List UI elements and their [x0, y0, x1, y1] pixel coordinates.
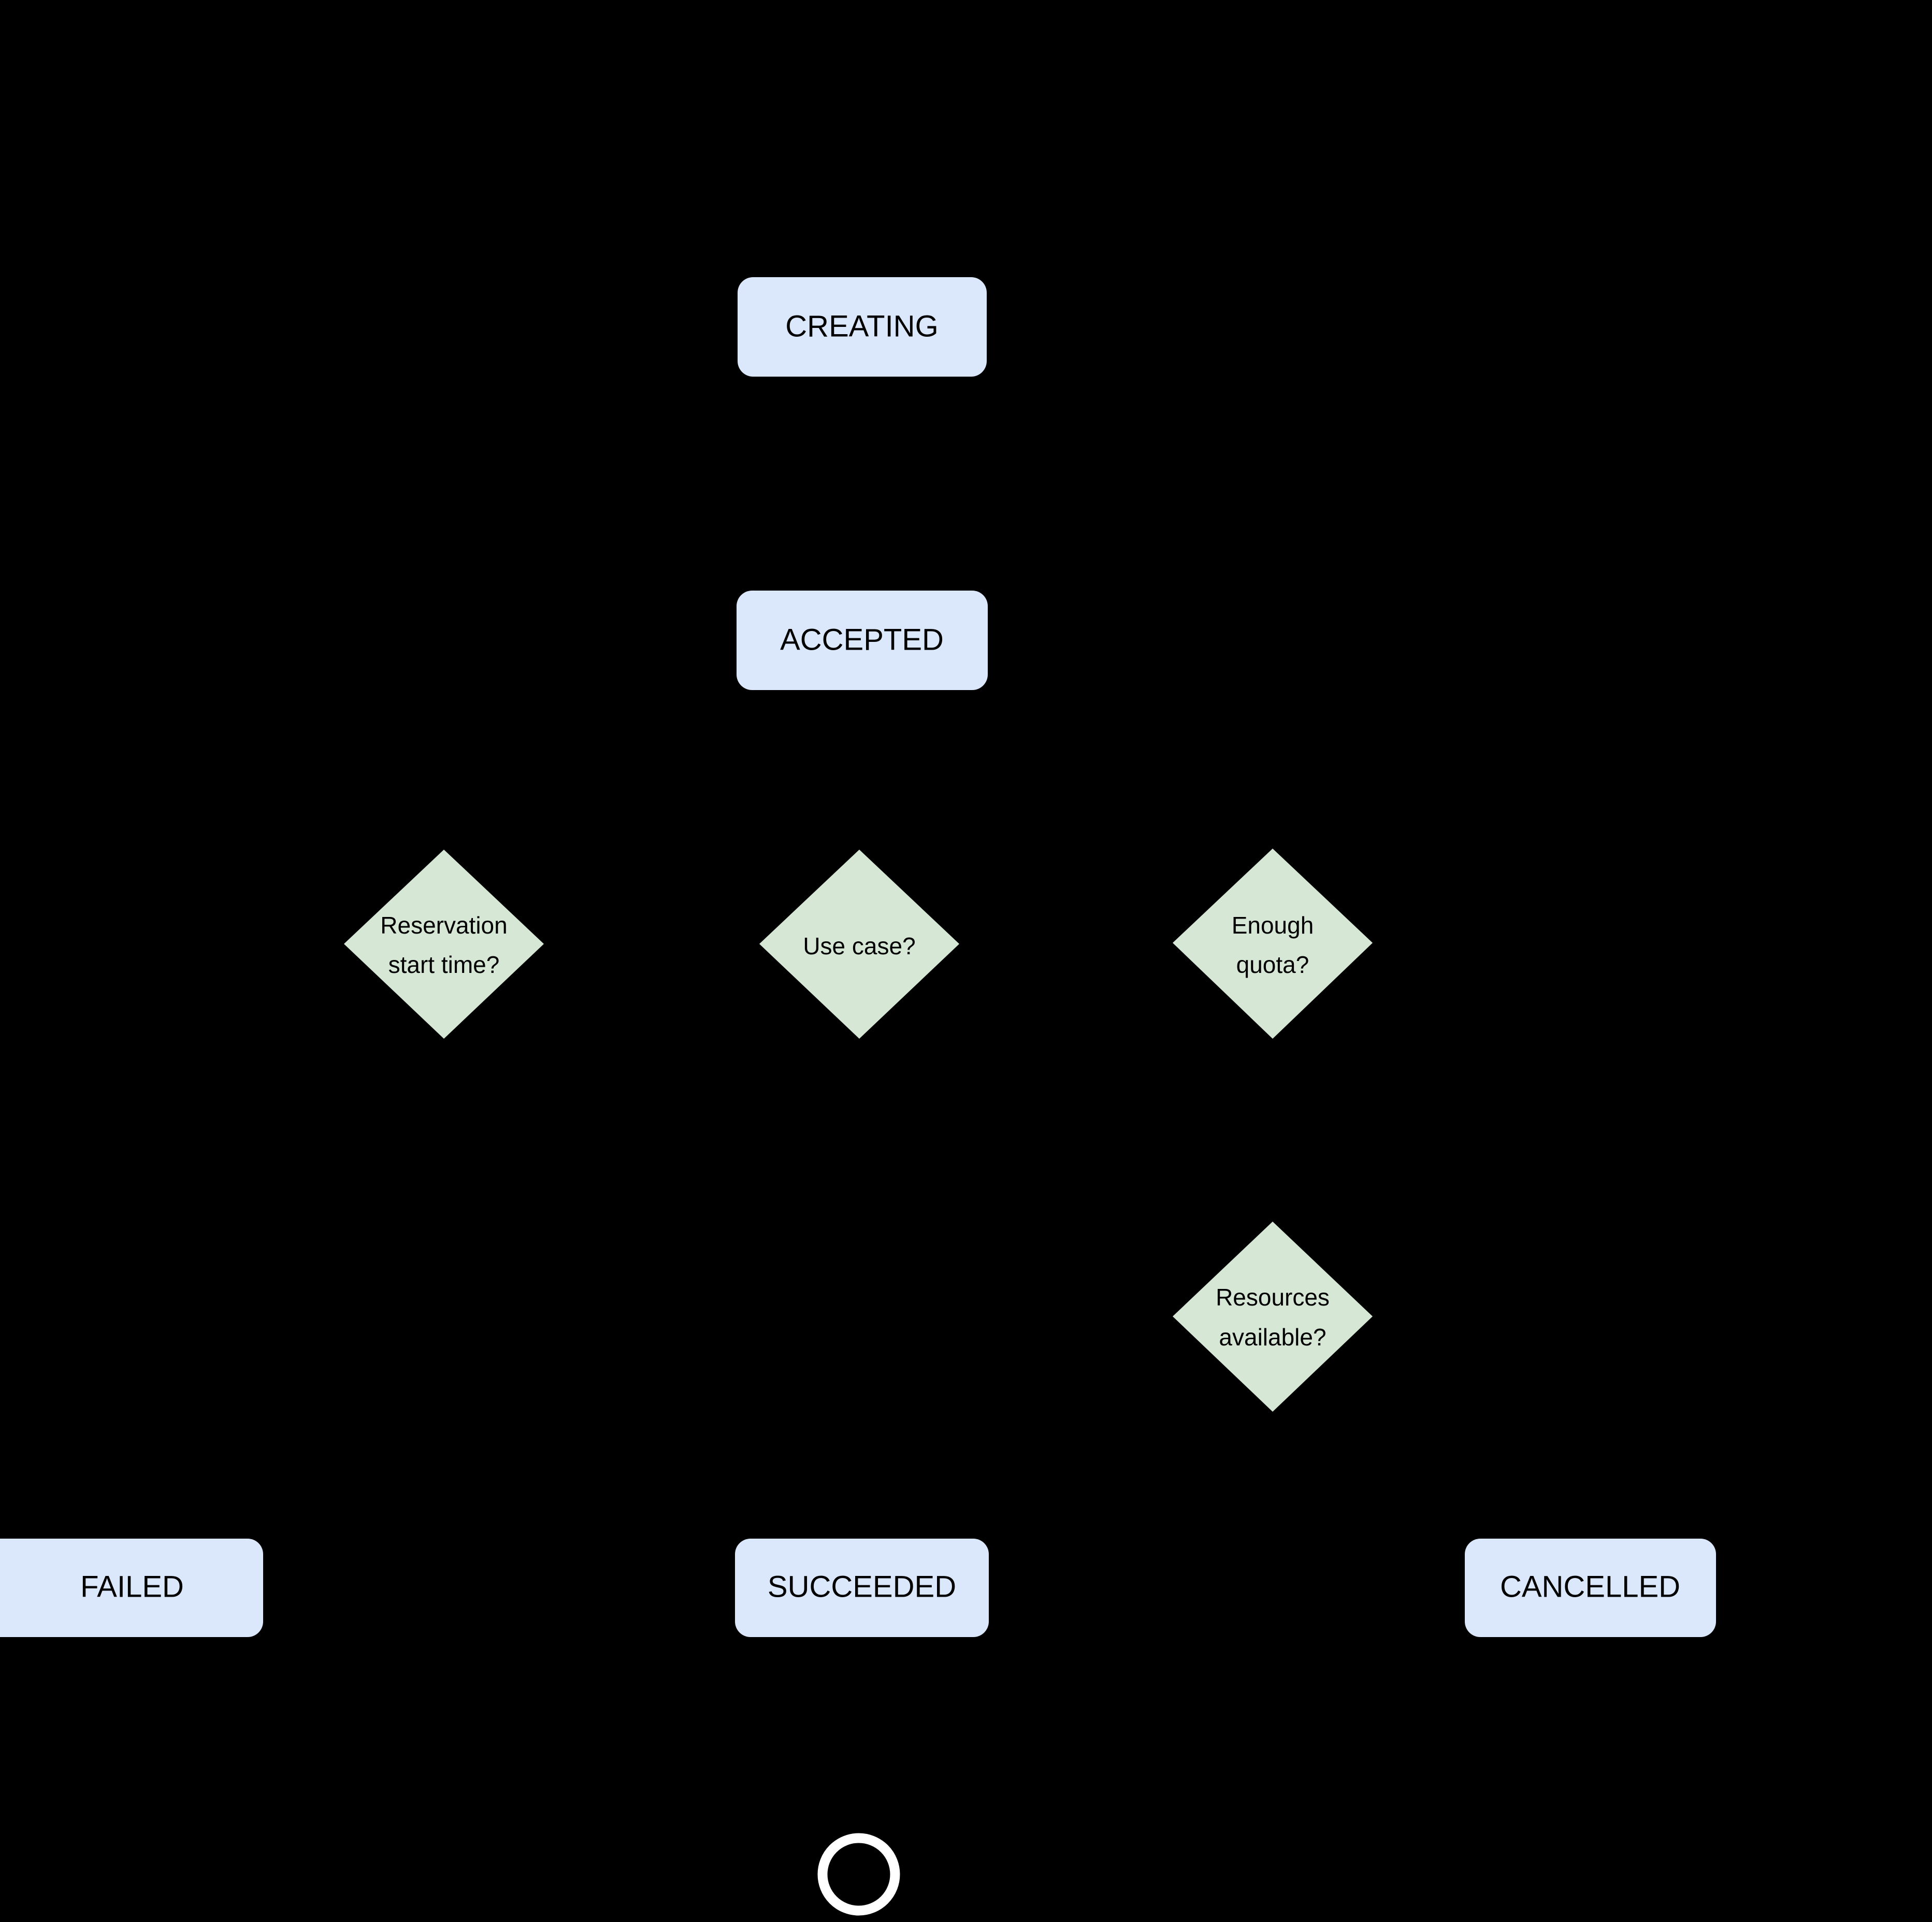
- end-terminal-circle-icon[interactable]: [817, 1833, 900, 1916]
- use-case-diamond[interactable]: [759, 850, 959, 1039]
- reservation-start-time-label-line1: Reservation: [380, 912, 507, 939]
- edge-accepted-use-case-arrowhead: [853, 830, 869, 850]
- edge-quota-resources-arrowhead: [1264, 1203, 1281, 1223]
- node-succeeded[interactable]: SUCCEEDED: [735, 1539, 989, 1637]
- node-use-case[interactable]: Use case?: [759, 850, 959, 1039]
- reservation-start-time-label-line2: start time?: [388, 951, 500, 978]
- resources-available-label-line2: available?: [1219, 1324, 1326, 1351]
- resources-available-label-line1: Resources: [1216, 1284, 1330, 1311]
- node-enough-quota[interactable]: Enough quota?: [1173, 849, 1373, 1039]
- node-resources-available[interactable]: Resources available?: [1173, 1222, 1373, 1412]
- cancelled-label: CANCELLED: [1500, 1570, 1680, 1603]
- node-cancelled[interactable]: CANCELLED: [1465, 1539, 1716, 1637]
- accepted-box[interactable]: [737, 591, 988, 690]
- enough-quota-label-line1: Enough: [1232, 912, 1314, 939]
- resources-available-diamond[interactable]: [1173, 1222, 1373, 1412]
- creating-box[interactable]: [738, 277, 987, 377]
- edge-accepted-quota-arrowhead: [1264, 830, 1281, 850]
- node-end-terminal[interactable]: [817, 1833, 900, 1916]
- accepted-label: ACCEPTED: [780, 623, 944, 656]
- edge-accepted-reservation-start-time: [442, 687, 810, 841]
- edge-accepted-enough-quota: [912, 687, 1275, 841]
- succeeded-box[interactable]: [735, 1539, 989, 1637]
- enough-quota-label-line2: quota?: [1236, 951, 1309, 978]
- edge-succeeded-end-arrowhead: [853, 1813, 869, 1832]
- succeeded-label: SUCCEEDED: [768, 1570, 956, 1603]
- node-reservation-start-time[interactable]: Reservation start time?: [344, 850, 544, 1039]
- node-accepted[interactable]: ACCEPTED: [737, 591, 988, 690]
- node-creating[interactable]: CREATING: [738, 277, 987, 377]
- use-case-label-line1: Use case?: [803, 933, 915, 959]
- node-failed[interactable]: FAILED: [0, 1539, 263, 1637]
- creating-label: CREATING: [785, 309, 938, 343]
- cancelled-box[interactable]: [1465, 1539, 1716, 1637]
- edge-resources-available-cancelled: [1271, 1410, 1592, 1541]
- edge-reservation-start-time-failed: [130, 1037, 446, 1541]
- failed-box[interactable]: [0, 1539, 263, 1637]
- enough-quota-diamond[interactable]: [1173, 849, 1373, 1039]
- reservation-start-time-diamond[interactable]: [344, 850, 544, 1039]
- failed-label: FAILED: [80, 1570, 184, 1603]
- edge-accepted-reservation-arrowhead: [436, 830, 452, 850]
